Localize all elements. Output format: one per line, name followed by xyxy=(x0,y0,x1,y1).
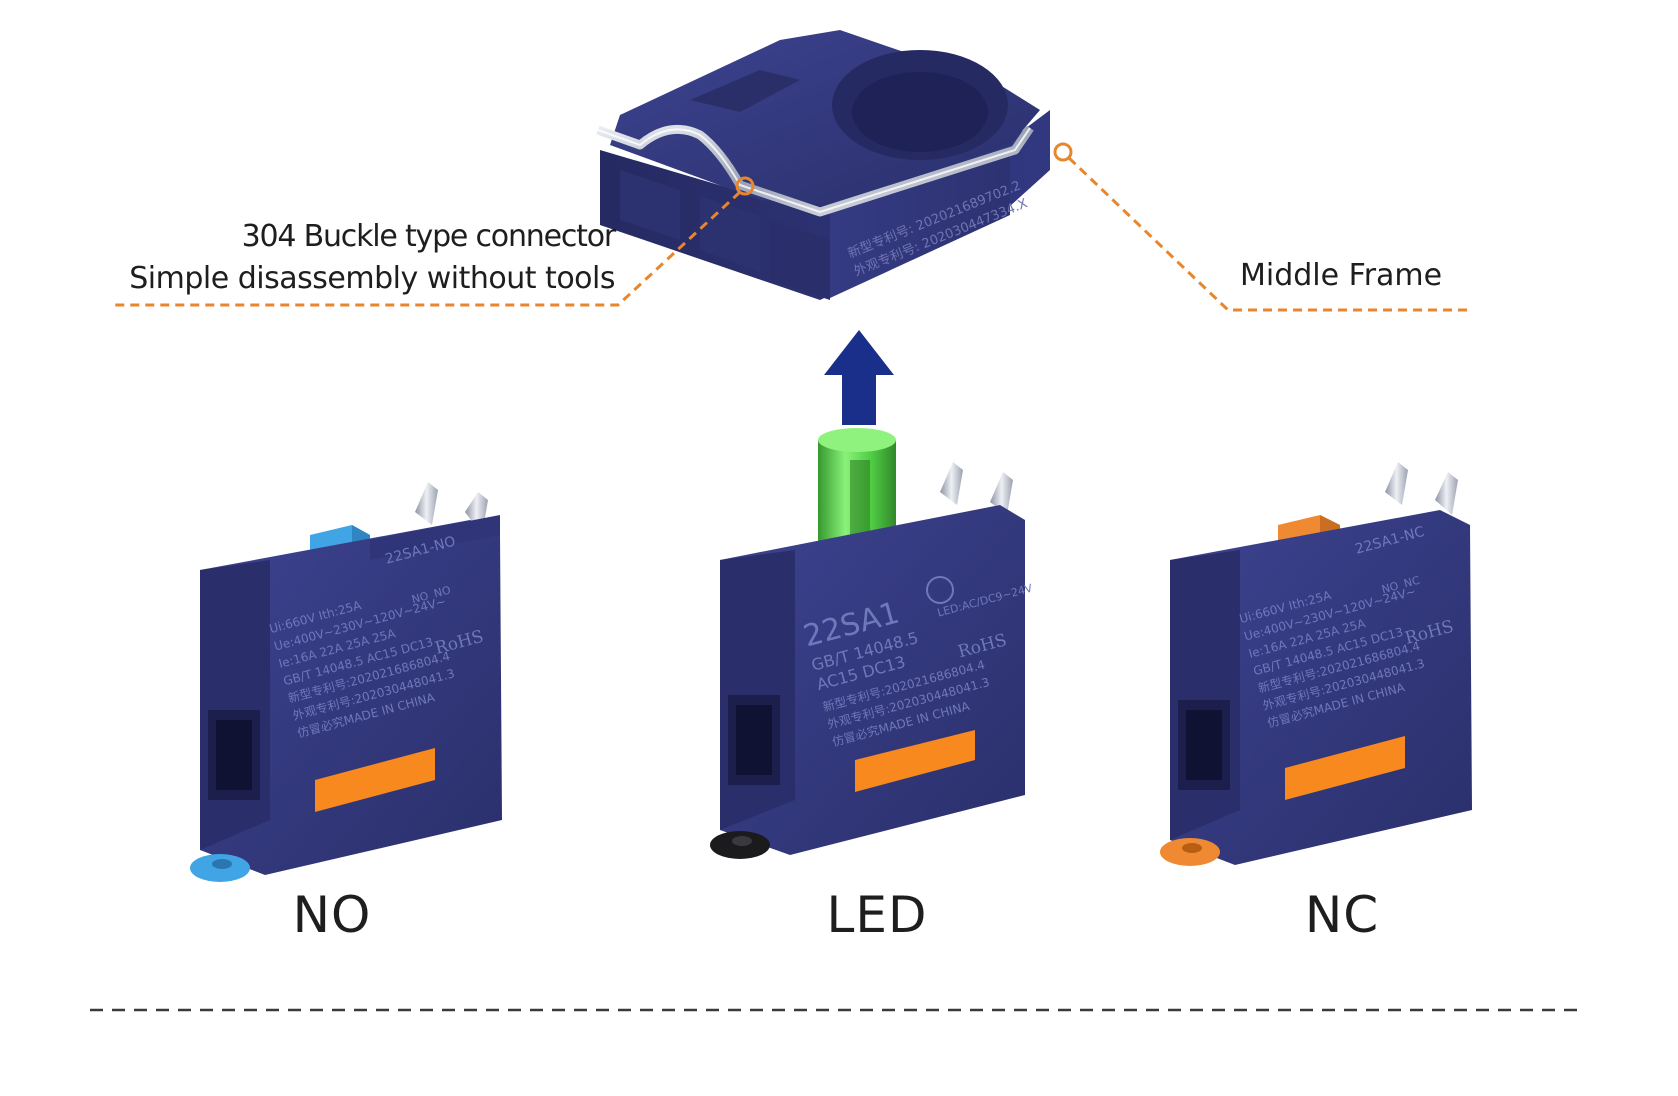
module-label-led: LED xyxy=(826,886,928,944)
module-no: 22SA1-NO Ui:660V Ith:25A Ue:400V~230V~12… xyxy=(190,482,502,882)
module-nc: 22SA1-NC Ui:660V Ith:25A Ue:400V~230V~12… xyxy=(1160,462,1472,866)
contact-label: NC xyxy=(1402,574,1421,591)
contact-label: NO xyxy=(410,589,430,606)
module-label-nc: NC xyxy=(1304,886,1380,944)
contact-label: NO xyxy=(1380,579,1400,596)
frame-callout-line xyxy=(1053,142,1472,312)
connector-callout-title: 304 Buckle type connector xyxy=(241,219,617,254)
middle-frame: 新型专利号: 202021689702.2 外观专利号: 20203044733… xyxy=(596,30,1050,300)
frame-callout-label: Middle Frame xyxy=(1240,258,1443,293)
arrow-up-icon xyxy=(824,330,894,425)
connector-callout-line xyxy=(112,176,755,307)
connector-callout-subtitle: Simple disassembly without tools xyxy=(129,261,615,296)
module-led: 22SA1 GB/T 14048.5 AC15 DC13 新型专利号:20202… xyxy=(710,428,1034,859)
contact-label: NO xyxy=(432,583,452,600)
module-label-no: NO xyxy=(292,886,372,944)
lamp-symbol-icon xyxy=(926,576,954,604)
